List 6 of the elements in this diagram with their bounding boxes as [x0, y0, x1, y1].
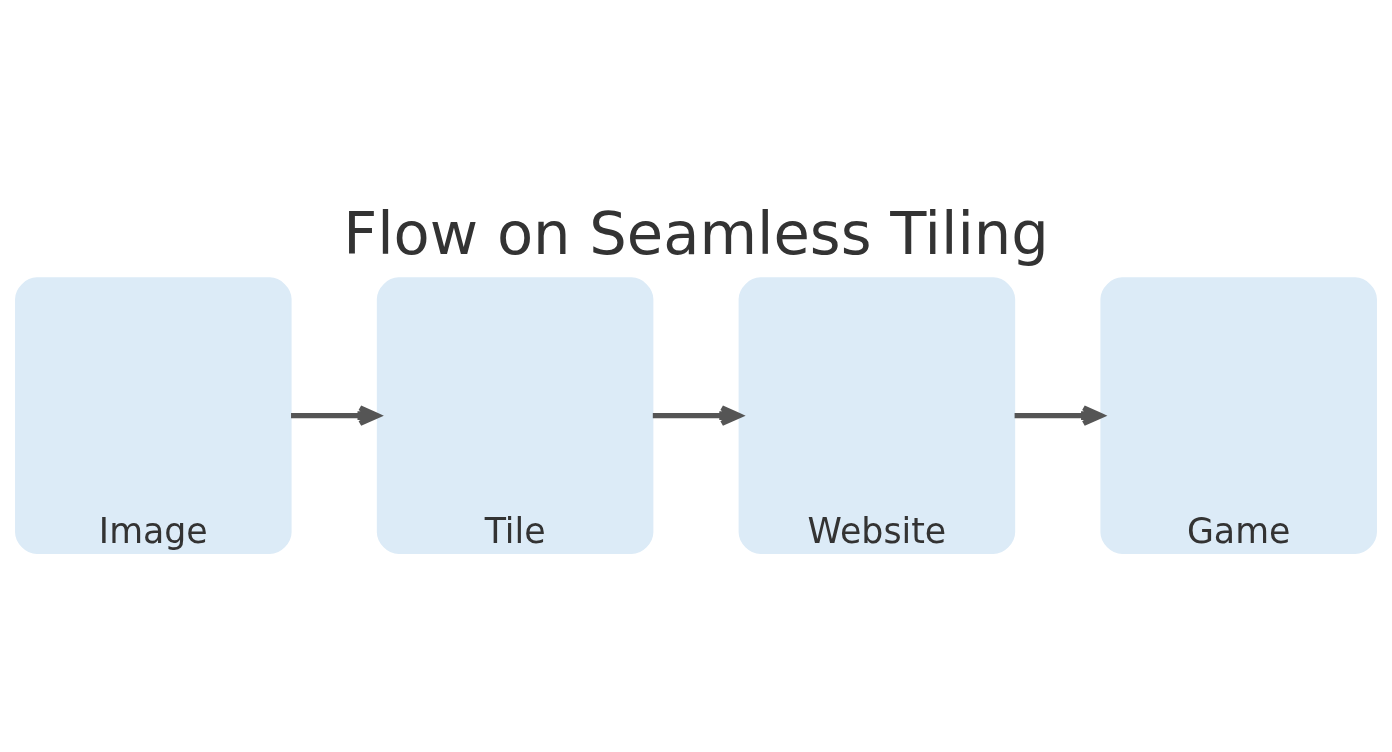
node-box: Website: [738, 276, 1016, 554]
arrow: [291, 404, 381, 426]
node-box: Game: [1100, 276, 1377, 554]
diagram-title: Flow on Seamless Tiling: [343, 198, 1049, 268]
node-box: Image: [15, 276, 292, 554]
node-box: Tile: [376, 276, 654, 554]
